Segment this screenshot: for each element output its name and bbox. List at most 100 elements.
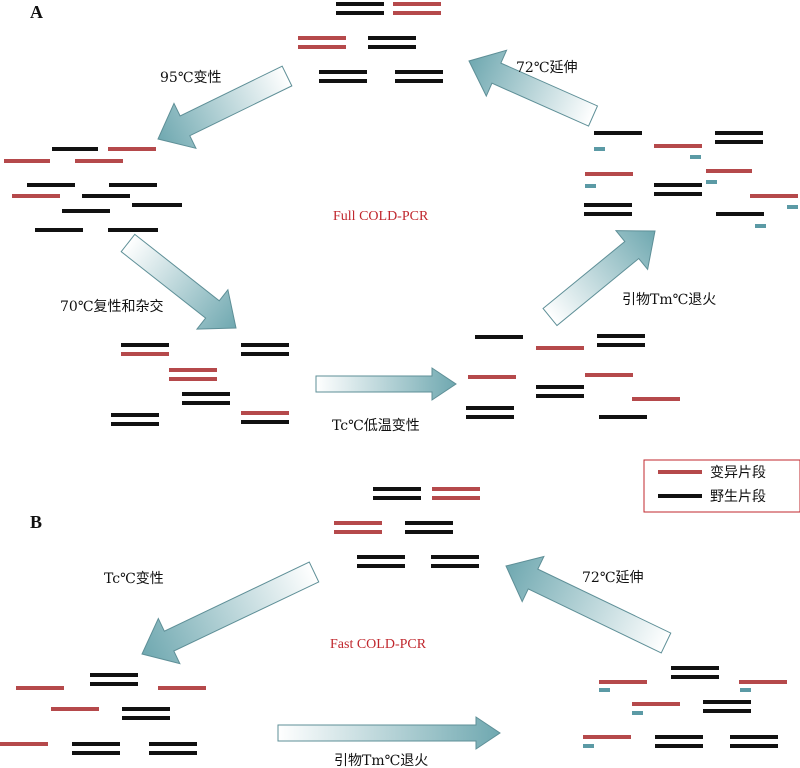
legend: 变异片段 野生片段 [643, 459, 800, 513]
primer-mark [740, 688, 751, 692]
wildtype-strand [703, 709, 751, 713]
mutant-strand [4, 159, 50, 163]
mutant-strand [432, 496, 480, 500]
mutant-strand [241, 411, 289, 415]
primer-mark [583, 744, 594, 748]
arrow-denature [157, 65, 293, 150]
wildtype-strand [90, 673, 138, 677]
primer-mark [755, 224, 766, 228]
wildtype-strand [368, 45, 416, 49]
wildtype-strand [405, 521, 453, 525]
wildtype-strand [730, 744, 778, 748]
wildtype-strand [27, 183, 75, 187]
wildtype-strand [536, 385, 584, 389]
mutant-strand [108, 147, 156, 151]
mutant-strand [585, 373, 633, 377]
wildtype-strand [584, 212, 632, 216]
wildtype-strand [182, 401, 230, 405]
wildtype-strand [599, 415, 647, 419]
wildtype-strand [241, 343, 289, 347]
wildtype-strand [716, 212, 764, 216]
step-label-tc-low-temp-denature: Tc℃低温变性 [332, 418, 420, 434]
wildtype-strand [108, 228, 158, 232]
wildtype-strand [121, 343, 169, 347]
legend-mutant-swatch [658, 470, 702, 474]
wildtype-strand [730, 735, 778, 739]
wildtype-strand [373, 487, 421, 491]
arrow-low-temp-denature [315, 367, 457, 401]
step-label-b-tc-denature: Tc℃变性 [104, 571, 164, 587]
primer-mark [787, 205, 798, 209]
wildtype-strand [431, 564, 479, 568]
wildtype-strand [62, 209, 110, 213]
wildtype-strand [182, 392, 230, 396]
wildtype-strand [475, 335, 523, 339]
mutant-strand [16, 686, 64, 690]
wildtype-strand [319, 79, 367, 83]
mutant-strand [75, 159, 123, 163]
wildtype-strand [584, 203, 632, 207]
wildtype-strand [52, 147, 98, 151]
mutant-strand [632, 397, 680, 401]
wildtype-strand [654, 192, 702, 196]
mutant-strand [298, 45, 346, 49]
dna-strands [0, 2, 798, 755]
mutant-strand [393, 2, 441, 6]
panel-a-letter: A [30, 2, 43, 22]
process-arrows [120, 49, 672, 750]
arrow-anneal [120, 233, 237, 330]
primer-mark [632, 711, 643, 715]
mutant-strand [750, 194, 798, 198]
legend-box [643, 459, 800, 513]
legend-mutant-label: 变异片段 [710, 465, 766, 481]
wildtype-strand [395, 70, 443, 74]
wildtype-strand [111, 422, 159, 426]
mutant-strand [334, 530, 382, 534]
mutant-strand [12, 194, 60, 198]
wildtype-strand [466, 406, 514, 410]
panel-b-letter: B [30, 512, 42, 532]
wildtype-strand [405, 530, 453, 534]
wildtype-strand [655, 735, 703, 739]
mutant-strand [585, 172, 633, 176]
mutant-strand [121, 352, 169, 356]
step-label-b-primer-anneal: 引物Tm℃退火 [334, 753, 428, 768]
legend-wildtype-swatch [658, 494, 702, 498]
wildtype-strand [149, 751, 197, 755]
wildtype-strand [671, 675, 719, 679]
mutant-strand [0, 742, 48, 746]
wildtype-strand [594, 131, 642, 135]
mutant-strand [169, 368, 217, 372]
wildtype-strand [241, 420, 289, 424]
wildtype-strand [336, 2, 384, 6]
arrow-b-primer-anneal [277, 716, 501, 750]
wildtype-strand [395, 79, 443, 83]
wildtype-strand [149, 742, 197, 746]
wildtype-strand [109, 183, 157, 187]
panel-a-title: Full COLD-PCR [333, 209, 429, 224]
wildtype-strand [655, 744, 703, 748]
wildtype-strand [122, 707, 170, 711]
mutant-strand [158, 686, 206, 690]
wildtype-strand [368, 36, 416, 40]
panel-b-title: Fast COLD-PCR [330, 637, 427, 652]
wildtype-strand [715, 140, 763, 144]
wildtype-strand [90, 682, 138, 686]
wildtype-strand [357, 564, 405, 568]
wildtype-strand [715, 131, 763, 135]
wildtype-strand [241, 352, 289, 356]
wildtype-strand [82, 194, 130, 198]
arrow-primer-anneal [542, 230, 656, 327]
wildtype-strand [373, 496, 421, 500]
mutant-strand [583, 735, 631, 739]
wildtype-strand [597, 334, 645, 338]
wildtype-strand [357, 555, 405, 559]
arrow-extend [468, 49, 599, 127]
mutant-strand [632, 702, 680, 706]
wildtype-strand [35, 228, 83, 232]
wildtype-strand [536, 394, 584, 398]
wildtype-strand [111, 413, 159, 417]
wildtype-strand [72, 742, 120, 746]
step-label-primer-anneal: 引物Tm℃退火 [622, 292, 716, 308]
arrow-b-tc-denature [141, 561, 320, 665]
